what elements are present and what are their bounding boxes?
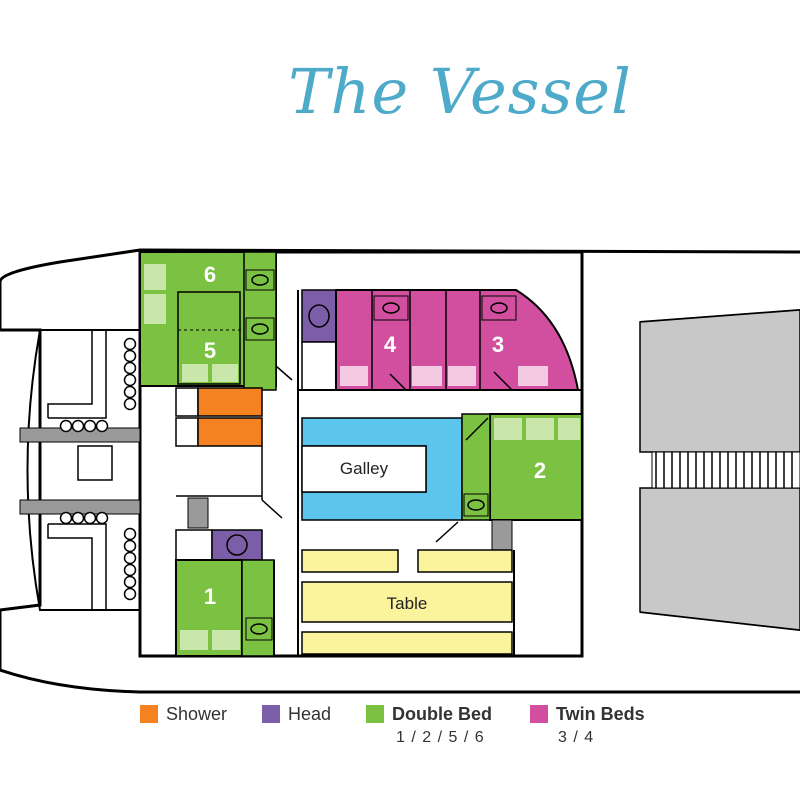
shower-swatch (140, 705, 158, 723)
legend-head: Head (262, 704, 331, 725)
foredeck-slats (651, 451, 800, 489)
cabin-2: 2 (461, 413, 583, 551)
galley: Galley (301, 417, 463, 521)
cockpit-seats (19, 330, 141, 610)
legend-double-bed: Double Bed 1 / 2 / 5 / 6 (366, 704, 492, 747)
foredeck-right (639, 487, 800, 631)
table: Table (301, 549, 513, 655)
legend-twin-beds: Twin Beds 3 / 4 (530, 704, 645, 747)
cabin-5-number: 5 (204, 338, 216, 363)
galley-label: Galley (340, 459, 389, 478)
double-bed-swatch (366, 705, 384, 723)
twin-beds-swatch (530, 705, 548, 723)
table-label: Table (387, 594, 428, 613)
cockpit-fenders (59, 337, 137, 601)
double-bed-cabins: 1 / 2 / 5 / 6 (396, 729, 485, 746)
legend-shower: Shower (140, 704, 227, 725)
hull-outline (0, 248, 800, 694)
shower-aft (175, 387, 263, 447)
cabin-1-number: 1 (204, 584, 216, 609)
cabin-6-5: 6 5 (139, 251, 277, 391)
cabin-1: 1 (175, 497, 275, 657)
cabin-4-3: 4 3 (301, 289, 580, 391)
head-swatch (262, 705, 280, 723)
cabin-6-number: 6 (204, 262, 216, 287)
cockpit-outline (26, 329, 140, 611)
twin-beds-cabins: 3 / 4 (558, 729, 595, 746)
cabin-2-number: 2 (534, 458, 546, 483)
cabin-3-number: 3 (492, 332, 504, 357)
cabin-4-number: 4 (384, 332, 397, 357)
foredeck-left (639, 309, 800, 453)
vessel-title: The Vessel (288, 55, 632, 128)
